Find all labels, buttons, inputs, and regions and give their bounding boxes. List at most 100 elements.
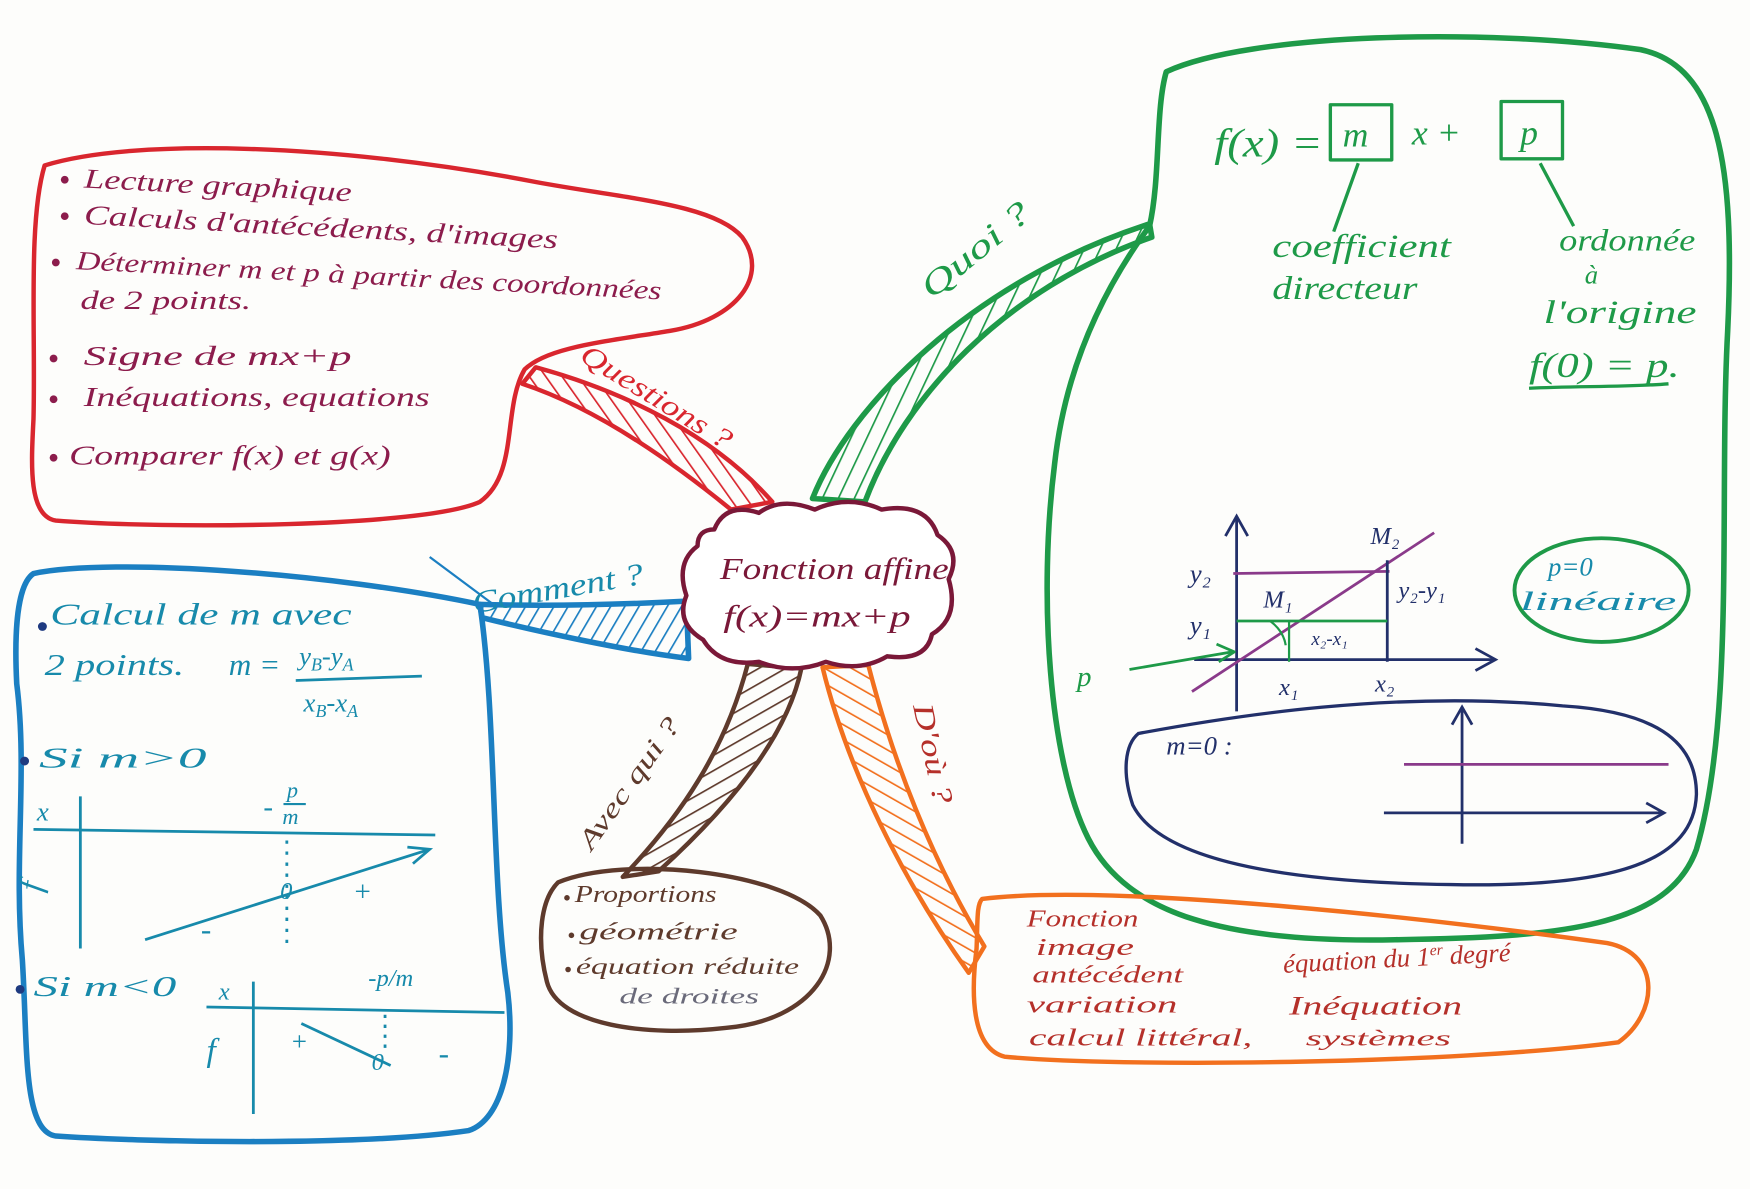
root-sign: - xyxy=(263,791,273,823)
constant-y-arrowhead xyxy=(1450,704,1474,726)
sign-left: + xyxy=(290,1026,308,1056)
questions-item-continuation: de 2 points. xyxy=(80,285,251,315)
sign-left: - xyxy=(201,912,211,947)
avec-qui-item: Proportions xyxy=(574,881,717,908)
intercept-arrow xyxy=(1129,650,1233,671)
denominator-sub: A xyxy=(346,701,358,721)
bullet xyxy=(20,756,30,766)
quoi-bubble: f(x) = m x + p coefficient directeur ord… xyxy=(1044,34,1733,943)
questions-item: Calculs d'antécédents, d'images xyxy=(83,199,558,254)
d-ou-item: systèmes xyxy=(1306,1026,1451,1051)
intercept-box xyxy=(1499,99,1565,161)
bullet xyxy=(15,984,25,994)
d-ou-item: image xyxy=(1036,934,1134,961)
decreasing-line xyxy=(300,1022,392,1067)
table-var-label: x xyxy=(218,978,230,1005)
bullet xyxy=(564,895,570,901)
comment-calc-line2: 2 points. xyxy=(45,647,185,682)
degree-text: degré xyxy=(1442,937,1512,970)
bullet xyxy=(568,932,575,939)
questions-bubble-outline xyxy=(29,146,755,528)
sign-table-positive: x f - p m - 0 + xyxy=(12,778,436,949)
comment-calc-line1: Calcul de m avec xyxy=(50,596,352,631)
questions-item: Inéquations, equations xyxy=(82,381,429,412)
y2-level xyxy=(1233,569,1390,575)
degree-text: équation du 1 xyxy=(1282,941,1431,978)
table-func-label: f xyxy=(206,1032,220,1069)
slope-graph: y₂ y₁ M₁ M₂ y₂-y₁ x₂-x₁ x₁ x₂ p xyxy=(1075,513,1499,712)
fraction-bar xyxy=(295,674,422,682)
root-value: -p/m xyxy=(368,965,413,992)
denominator-part: x xyxy=(303,688,316,718)
intercept-symbol: p xyxy=(1517,113,1538,153)
avec-qui-item: géométrie xyxy=(579,919,738,946)
sign-right: - xyxy=(439,1035,449,1070)
avec-qui-bubble: Proportions géométrie équation réduite d… xyxy=(538,866,832,1033)
table-var-label: x xyxy=(36,797,49,827)
central-topic-cloud xyxy=(680,499,956,671)
sign-right: + xyxy=(353,876,373,908)
numerator-sub: B xyxy=(311,655,322,675)
bullet xyxy=(60,175,69,184)
increasing-arrow xyxy=(144,847,431,942)
branch-comment-tick xyxy=(429,556,494,606)
comment-bubble: Calcul de m avec 2 points. m = yB-yA xB-… xyxy=(12,564,513,1145)
avec-qui-item-continuation: de droites xyxy=(619,984,759,1009)
denominator-sub: B xyxy=(315,701,326,721)
d-ou-item: antécédent xyxy=(1032,962,1184,989)
constant-case-label: m=0 : xyxy=(1166,731,1232,761)
bullet xyxy=(60,212,69,221)
d-ou-bubble-outline xyxy=(971,892,1651,1065)
label-dy: y₂-y₁ xyxy=(1395,577,1445,604)
branch-questions xyxy=(520,365,775,512)
questions-item: Comparer f(x) et g(x) xyxy=(69,439,390,470)
constant-x-arrowhead xyxy=(1645,801,1667,825)
d-ou-item: calcul littéral, xyxy=(1029,1025,1252,1052)
questions-bubble: Lecture graphique Calculs d'antécédents,… xyxy=(29,146,755,528)
bullet xyxy=(49,354,58,363)
slope-symbol: m xyxy=(1343,115,1369,155)
d-ou-item: Fonction xyxy=(1026,906,1139,933)
constant-case-outline xyxy=(1124,699,1699,887)
slope-formula-numerator: yB-yA xyxy=(296,641,354,674)
numerator-sub: A xyxy=(342,655,354,675)
label-p: p xyxy=(1075,661,1092,693)
bullet xyxy=(49,395,58,404)
affine-line xyxy=(1191,531,1435,693)
denominator-part: -x xyxy=(326,688,347,718)
slope-formula-lhs: m = xyxy=(229,647,280,682)
root-denominator: m xyxy=(282,804,298,829)
intercept-identity-underline xyxy=(1528,382,1669,390)
branch-quoi xyxy=(809,221,1155,505)
numerator-part: -y xyxy=(322,641,343,671)
label-M1: M₁ xyxy=(1262,587,1292,614)
bullet xyxy=(565,966,571,973)
avec-qui-item: équation réduite xyxy=(576,954,799,980)
bullet xyxy=(51,258,60,267)
slope-pointer xyxy=(1332,162,1360,233)
degree-superscript: er xyxy=(1429,942,1444,960)
sign-table-negative: x f -p/m + 0 - xyxy=(206,965,505,1114)
label-M2: M₂ xyxy=(1370,523,1400,550)
d-ou-bubble: Fonction image antécédent variation calc… xyxy=(971,892,1651,1065)
slope-name-line2: directeur xyxy=(1272,270,1418,307)
intercept-name-line2: à xyxy=(1585,260,1598,290)
intercept-pointer xyxy=(1538,162,1576,227)
d-ou-degree-item: équation du 1er degré xyxy=(1282,937,1512,979)
quoi-bubble-outline xyxy=(1044,34,1733,943)
case-negative-label: Si m<0 xyxy=(33,971,177,1003)
d-ou-item: variation xyxy=(1027,992,1178,1019)
slope-formula-denominator: xB-xA xyxy=(303,688,359,721)
intercept-name-line1: ordonnée xyxy=(1559,223,1695,258)
angle-arc xyxy=(1269,620,1287,646)
table-row-line xyxy=(206,1005,505,1014)
linear-case-line2: linéaire xyxy=(1520,586,1677,616)
numerator-part: y xyxy=(296,641,311,671)
label-x2: x₂ xyxy=(1374,671,1394,698)
avec-qui-bubble-outline xyxy=(538,866,832,1033)
case-positive-label: Si m>0 xyxy=(39,743,208,775)
label-y2: y₂ xyxy=(1187,559,1211,589)
linear-case-line1: p=0 xyxy=(1546,552,1593,582)
